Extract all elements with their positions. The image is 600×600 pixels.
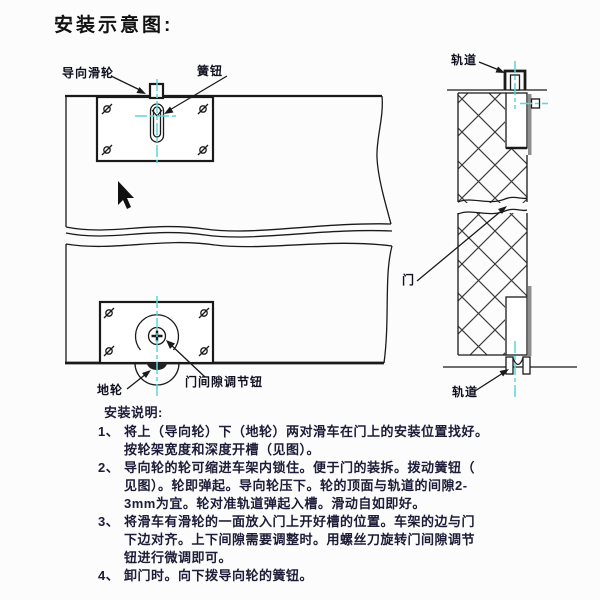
label-rail-bottom: 轨道: [452, 385, 479, 399]
page-title: 安装示意图:: [54, 15, 174, 36]
instruction-line: 3mm为宜。轮对准轨道弹起入槽。滑动自如即好。: [124, 496, 426, 511]
label-door: 门: [402, 273, 416, 287]
label-ground-wheel: 地轮: [97, 383, 124, 397]
leader-gap-adjuster: [166, 340, 206, 378]
cursor-arrow-graphic: [118, 181, 134, 209]
housing-edge-bar: [528, 286, 532, 356]
door-section-outline: [457, 92, 528, 356]
instruction-line: 见图）。轮即弹起。导向轮压下。轮的顶面与轨道的间隙2-: [124, 478, 468, 493]
label-rail-top: 轨道: [451, 53, 478, 67]
door-side-section: [416, 61, 577, 398]
instruction-line: 钮进行微调即可。: [124, 550, 233, 565]
door-front-view: [65, 75, 393, 399]
instructions-heading: 安装说明:: [104, 405, 163, 420]
corner-screw-icon: [103, 307, 210, 357]
instruction-line: 3、 将滑车有滑轮的一面放入门上开好槽的位置。车架的边与门: [98, 514, 476, 529]
top-wheel-housing: [505, 92, 548, 155]
label-gap-adjuster: 门间隙调节钮: [185, 375, 264, 389]
leader-ground-wheel: [126, 370, 151, 390]
top-rail: [503, 61, 527, 109]
leader-guide-pulley: [110, 75, 146, 94]
label-spring-button: 簧钮: [197, 64, 224, 78]
leader-rail-bottom: [474, 369, 509, 392]
leader-rail-top: [478, 61, 505, 73]
bottom-roller-plate: [98, 296, 215, 399]
instruction-line: 按轮架宽度和深度开槽（见图）。: [124, 442, 321, 457]
leader-door: [416, 206, 507, 282]
instruction-line: 1、 将上（导向轮）下（地轮）两对滑车在门上的安装位置找好。: [98, 424, 489, 439]
label-guide-pulley: 导向滑轮: [62, 66, 115, 80]
installation-instructions: 安装说明: 1、 将上（导向轮）下（地轮）两对滑车在门上的安装位置找好。 按轮架…: [98, 404, 596, 585]
housing-edge-bar: [528, 94, 532, 155]
instruction-line: 4、 卸门时。向下拨导向轮的簧钮。: [98, 568, 314, 583]
instruction-line: 2、 导向轮的轮可缩进车架内锁住。便于门的装拆。拨动簧钮（: [98, 460, 476, 475]
bottom-rail: [505, 341, 531, 398]
top-roller-plate: [95, 79, 215, 163]
corner-screw-icon: [101, 103, 209, 156]
bottom-wheel-housing: [505, 286, 532, 356]
leader-spring-button: [164, 75, 228, 114]
instruction-line: 下边对齐。上下间隙需要调整时。用螺丝刀旋转门间隙调节: [124, 532, 476, 547]
